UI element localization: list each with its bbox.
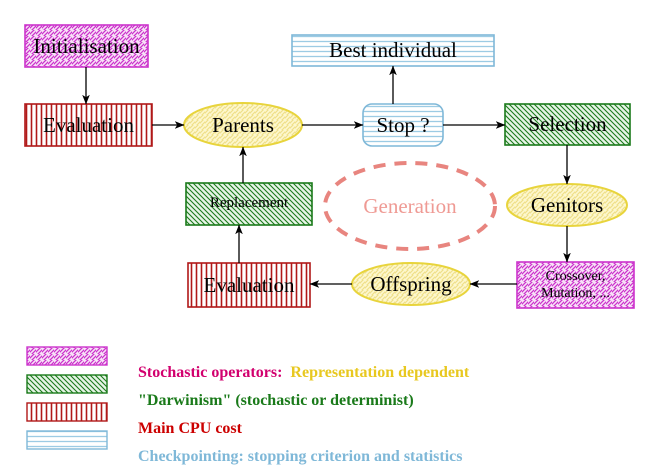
node-offspring[interactable] — [351, 262, 471, 306]
node-evaluation-bottom[interactable] — [187, 262, 311, 308]
legend-part-checkpointing: Checkpointing: stopping criterion and st… — [138, 448, 463, 465]
node-evaluation-top[interactable] — [24, 103, 153, 147]
legend-label-darwinism: "Darwinism" (stochastic or determinist) — [122, 374, 414, 428]
legend-part-main-cpu-cost: Main CPU cost — [138, 420, 242, 437]
legend-swatch-main-cpu-cost — [26, 402, 108, 422]
node-replacement[interactable] — [185, 182, 313, 226]
node-crossover-mutation[interactable] — [516, 261, 635, 309]
node-best-individual[interactable] — [291, 34, 495, 67]
node-parents[interactable] — [183, 102, 303, 148]
node-stop[interactable] — [362, 103, 444, 147]
legend-label-stochastic-operators: Stochastic operators: Representation dep… — [122, 346, 469, 400]
legend-part-representation-dependent: Representation dependent — [282, 364, 470, 381]
legend-label-checkpointing: Checkpointing: stopping criterion and st… — [122, 430, 462, 471]
legend-label-main-cpu-cost: Main CPU cost — [122, 402, 242, 456]
node-genitors[interactable] — [506, 183, 628, 227]
legend-swatch-darwinism — [26, 374, 108, 394]
node-generation — [323, 161, 497, 251]
node-initialisation[interactable] — [24, 24, 149, 68]
legend-part-darwinism: "Darwinism" (stochastic or determinist) — [138, 392, 414, 409]
legend-part-stochastic-operators: Stochastic operators: — [138, 364, 283, 381]
node-selection[interactable] — [504, 103, 631, 146]
legend-swatch-stochastic-operators — [26, 346, 108, 366]
legend-swatch-checkpointing — [26, 430, 108, 450]
